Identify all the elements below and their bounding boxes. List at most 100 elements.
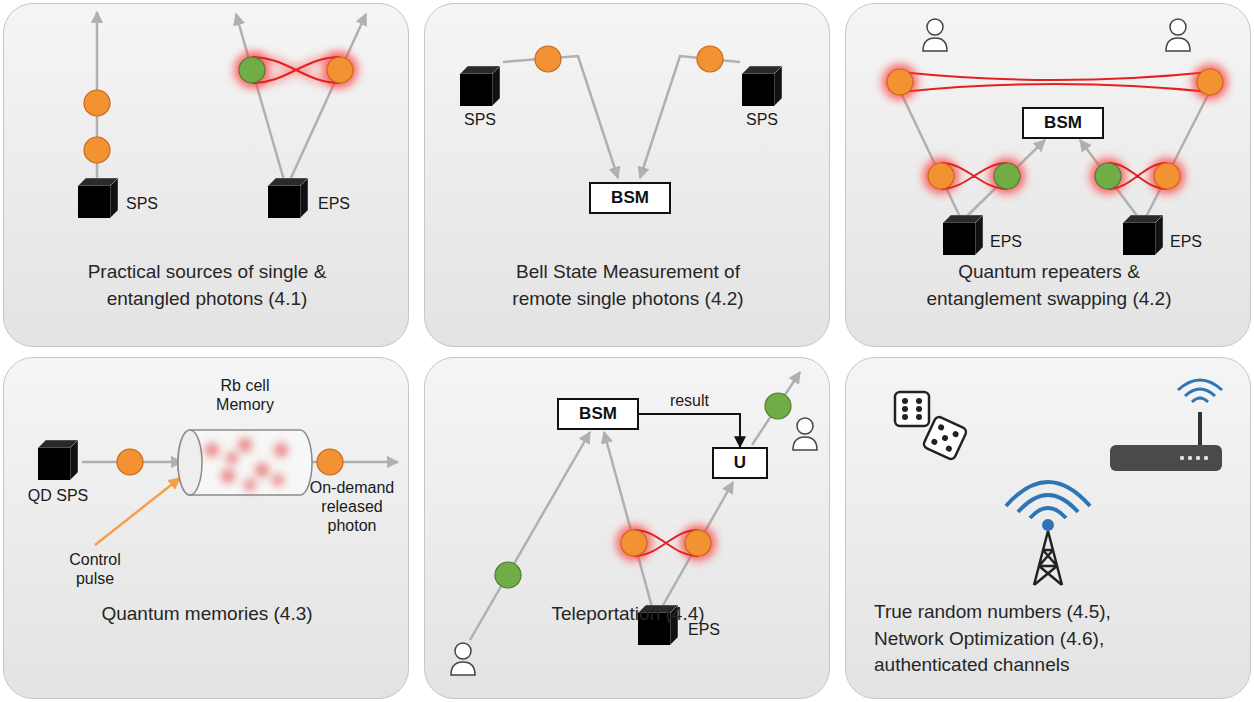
user-icon xyxy=(1166,19,1190,51)
photon-path xyxy=(1146,95,1208,217)
photon xyxy=(327,57,353,83)
dice-icon xyxy=(922,415,967,460)
source-cube xyxy=(943,215,983,255)
photon xyxy=(84,90,110,116)
label-area: On-demand released photon xyxy=(300,478,404,536)
photon xyxy=(84,137,110,163)
edge-label: result xyxy=(670,391,709,410)
caption-area: True random numbers (4.5), Network Optim… xyxy=(874,599,1136,679)
photon xyxy=(1095,163,1121,189)
label-area: result xyxy=(670,391,709,410)
component-label: Rb cell Memory xyxy=(205,376,285,414)
photon-path xyxy=(236,14,284,180)
component-label: On-demand released photon xyxy=(300,478,404,536)
process-box: U xyxy=(712,447,768,479)
photon-path xyxy=(604,432,652,607)
photon xyxy=(685,530,711,556)
photon xyxy=(765,393,791,419)
source-cube xyxy=(38,440,78,480)
process-box: BSM xyxy=(589,182,671,214)
panel-caption: Bell State Measurement of remote single … xyxy=(501,259,756,312)
router-icon xyxy=(1110,380,1222,471)
label-area: EPS xyxy=(1170,232,1230,251)
user-icon xyxy=(451,643,475,675)
label-area: Rb cell Memory xyxy=(205,376,285,414)
photon-path xyxy=(503,56,618,178)
entanglement-link xyxy=(941,163,1167,189)
panel-caption: Quantum repeaters & entanglement swappin… xyxy=(909,259,1189,312)
photon-path xyxy=(902,95,960,217)
photon xyxy=(1154,163,1180,189)
panel-caption: Quantum memories (4.3) xyxy=(57,601,357,628)
label-area: SPS xyxy=(126,194,186,213)
entanglement-link xyxy=(900,72,1210,92)
label-area: QD SPS xyxy=(18,486,98,505)
vapour-cell-window xyxy=(178,430,202,495)
panel-caption: Practical sources of single & entangled … xyxy=(80,259,335,312)
control-pulse-arrow xyxy=(95,478,180,545)
photon-path xyxy=(752,372,800,445)
user-icon xyxy=(923,19,947,51)
box-label: U xyxy=(734,452,746,474)
component-label: SPS xyxy=(126,194,186,213)
photon xyxy=(887,69,913,95)
photon xyxy=(1197,69,1223,95)
caption-area: Teleportation (4.4) xyxy=(478,601,778,628)
box-label: BSM xyxy=(579,403,617,425)
label-area: SPS xyxy=(732,110,792,129)
photon xyxy=(697,46,723,72)
photon-path xyxy=(290,14,366,180)
source-cube xyxy=(460,66,500,106)
source-cube xyxy=(742,66,782,106)
component-label: EPS xyxy=(1170,232,1230,251)
photon xyxy=(621,530,647,556)
process-box: BSM xyxy=(557,398,639,430)
photon xyxy=(495,562,521,588)
panel-caption: True random numbers (4.5), Network Optim… xyxy=(874,599,1136,679)
photon-path xyxy=(470,432,590,640)
vapour-cell xyxy=(178,430,312,495)
panel: Quantum repeaters & entanglement swappin… xyxy=(845,3,1251,347)
antenna-tower-icon xyxy=(1006,482,1090,585)
component-label: QD SPS xyxy=(18,486,98,505)
component-label: Control pulse xyxy=(55,550,135,588)
source-cube xyxy=(78,178,118,218)
photon-path xyxy=(1080,140,1138,217)
source-cube xyxy=(268,178,308,218)
caption-area: Practical sources of single & entangled … xyxy=(80,259,335,312)
label-area: EPS xyxy=(990,232,1050,251)
component-label: EPS xyxy=(688,620,748,639)
connector-arrow xyxy=(639,414,740,447)
label-area: Control pulse xyxy=(55,550,135,588)
atom-cloud xyxy=(205,438,288,491)
label-area: EPS xyxy=(318,194,378,213)
photon-path xyxy=(640,56,740,178)
entanglement-glow xyxy=(234,52,358,88)
entanglement-glow xyxy=(900,75,1210,89)
component-label: SPS xyxy=(450,110,510,129)
caption-area: Bell State Measurement of remote single … xyxy=(501,259,756,312)
entanglement-glow xyxy=(882,64,1228,194)
label-area: SPS xyxy=(450,110,510,129)
user-icon xyxy=(793,418,817,450)
component-label: EPS xyxy=(318,194,378,213)
photon xyxy=(994,163,1020,189)
source-cube xyxy=(638,605,678,645)
box-label: BSM xyxy=(1044,112,1082,134)
component-label: EPS xyxy=(990,232,1050,251)
process-box: BSM xyxy=(1022,107,1104,139)
component-label: SPS xyxy=(732,110,792,129)
caption-area: Quantum repeaters & entanglement swappin… xyxy=(909,259,1189,312)
photon xyxy=(239,57,265,83)
photon-path xyxy=(662,482,733,607)
photon xyxy=(535,46,561,72)
source-cube xyxy=(1123,215,1163,255)
panel: Bell State Measurement of remote single … xyxy=(424,3,830,347)
entanglement-glow xyxy=(616,525,716,561)
photon xyxy=(928,163,954,189)
